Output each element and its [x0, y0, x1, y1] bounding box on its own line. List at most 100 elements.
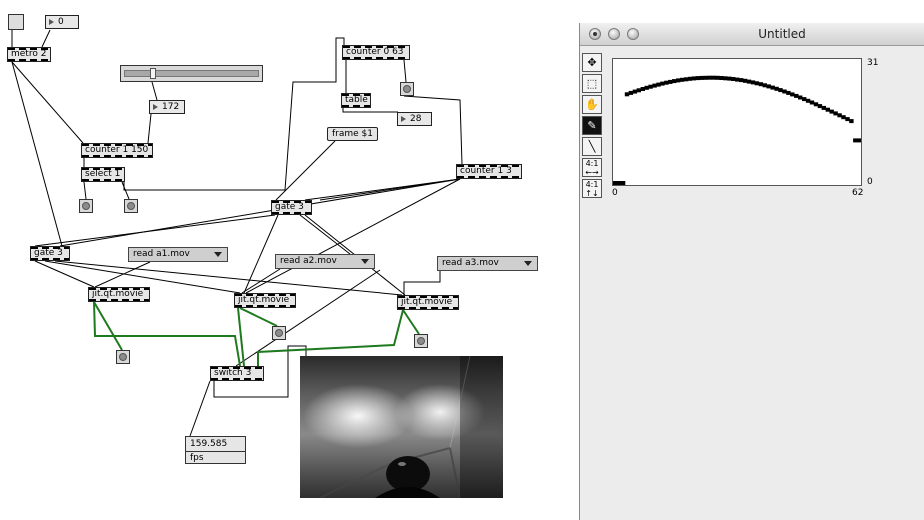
window-title: Untitled	[758, 27, 806, 41]
table-point	[731, 77, 736, 81]
vertical-zoom-button[interactable]: 4:1↑↓	[582, 179, 602, 198]
move-cursor-icon[interactable]: ✥	[582, 53, 602, 72]
patch-cord	[403, 95, 463, 165]
table-point	[790, 92, 795, 97]
table-point	[640, 87, 645, 91]
zoom-window-icon[interactable]	[627, 28, 639, 40]
patch-cord	[299, 214, 351, 255]
patch-cord	[237, 307, 245, 367]
counter-main-label: counter 1 150	[85, 145, 149, 155]
patch-cord	[342, 108, 398, 113]
table-point	[683, 77, 689, 82]
table-point	[786, 90, 791, 95]
table-point	[652, 83, 657, 88]
table-plot-area[interactable]	[612, 58, 862, 186]
table-point	[813, 102, 819, 107]
table-point	[794, 93, 799, 98]
toggle-box[interactable]	[8, 14, 24, 30]
table-point	[739, 78, 744, 83]
frame-message[interactable]: frame $1	[327, 127, 378, 141]
horizontal-arrows-icon: ←→	[585, 168, 599, 177]
read-a2-menu[interactable]: read a2.mov	[275, 254, 375, 269]
table-curve	[613, 75, 862, 185]
bang-select-left[interactable]	[79, 199, 93, 213]
counter-switch-object[interactable]: counter 1 3	[456, 164, 522, 179]
bang-movie-1[interactable]	[116, 350, 130, 364]
counter-main-object[interactable]: counter 1 150	[81, 143, 153, 158]
patch-cord	[94, 261, 151, 288]
gate-center-object[interactable]: gate 3	[271, 200, 312, 215]
table-point	[707, 75, 712, 80]
patch-cord	[41, 29, 51, 48]
table-point	[679, 77, 685, 82]
table-point	[624, 92, 630, 97]
patch-cord	[245, 178, 461, 294]
slider-track	[124, 70, 259, 77]
table-point	[774, 86, 779, 91]
read-a1-menu[interactable]: read a1.mov	[128, 247, 228, 262]
switch-object[interactable]: switch 3	[210, 366, 264, 381]
table-point	[660, 81, 665, 86]
table-editor-window[interactable]: Untitled ✥ ⬚ ✋ ✎ ╲ 4:1←→ 4:1↑↓ 31 0 0 62	[579, 23, 924, 520]
horizontal-zoom-button[interactable]: 4:1←→	[582, 158, 602, 177]
table-point	[636, 88, 641, 93]
gate-left-object[interactable]: gate 3	[30, 246, 70, 261]
jit-qt-movie-3[interactable]: jit.qt.movie	[397, 295, 459, 310]
table-point	[798, 95, 803, 100]
select-rectangle-glyph: ⬚	[586, 77, 598, 90]
tempo-slider[interactable]	[120, 65, 263, 82]
bang-select-right[interactable]	[124, 199, 138, 213]
movie-1-label: jit.qt.movie	[92, 289, 144, 299]
table-point	[628, 90, 634, 95]
table-point	[754, 81, 760, 86]
window-titlebar[interactable]: Untitled	[580, 23, 924, 46]
table-object[interactable]: table	[341, 93, 371, 108]
patch-cord	[11, 61, 63, 247]
line-tool-icon[interactable]: ╲	[582, 137, 602, 156]
counter-frames-object[interactable]: counter 0 63	[342, 45, 410, 60]
table-point	[656, 82, 661, 87]
bang-movie-3[interactable]	[414, 334, 428, 348]
read-a3-menu[interactable]: read a3.mov	[437, 256, 538, 271]
select-rectangle-icon[interactable]: ⬚	[582, 74, 602, 93]
patch-cord	[243, 214, 279, 294]
gate-center-label: gate 3	[275, 202, 304, 212]
table-point	[857, 138, 862, 143]
hand-icon[interactable]: ✋	[582, 95, 602, 114]
switch-label: switch 3	[214, 368, 252, 378]
x-min-label: 0	[612, 188, 618, 198]
table-number-box[interactable]: 28	[397, 112, 432, 126]
close-window-icon[interactable]	[589, 28, 601, 40]
metro-object[interactable]: metro 2	[7, 47, 51, 62]
table-point	[845, 117, 850, 122]
table-point	[821, 105, 826, 110]
table-point	[805, 98, 811, 103]
table-point	[648, 84, 653, 89]
table-point	[746, 79, 752, 84]
patch-cord	[93, 301, 123, 351]
video-display	[300, 356, 503, 498]
counter-frames-label: counter 0 63	[346, 47, 404, 57]
table-point	[699, 75, 704, 80]
table-point	[644, 85, 649, 90]
patch-cord	[319, 178, 461, 201]
horizontal-zoom-label: 4:1	[585, 159, 599, 168]
gate-left-label: gate 3	[34, 248, 63, 258]
table-point	[829, 109, 834, 114]
minimize-window-icon[interactable]	[608, 28, 620, 40]
table-point	[853, 138, 858, 143]
bang-movie-2[interactable]	[272, 326, 286, 340]
init-number-box[interactable]: 0	[45, 15, 79, 29]
bang-counter-frames[interactable]	[400, 82, 414, 96]
select-object[interactable]: select 1	[81, 167, 125, 182]
jit-qt-movie-2[interactable]: jit.qt.movie	[234, 293, 296, 308]
table-point	[695, 76, 701, 81]
slider-thumb[interactable]	[149, 68, 156, 79]
table-point	[719, 76, 724, 80]
jit-qt-movie-1[interactable]: jit.qt.movie	[88, 287, 150, 302]
tempo-number-box[interactable]: 172	[149, 100, 185, 114]
table-point	[676, 78, 681, 83]
fps-display: 159.585 fps	[185, 436, 246, 464]
pencil-icon[interactable]: ✎	[582, 116, 602, 135]
